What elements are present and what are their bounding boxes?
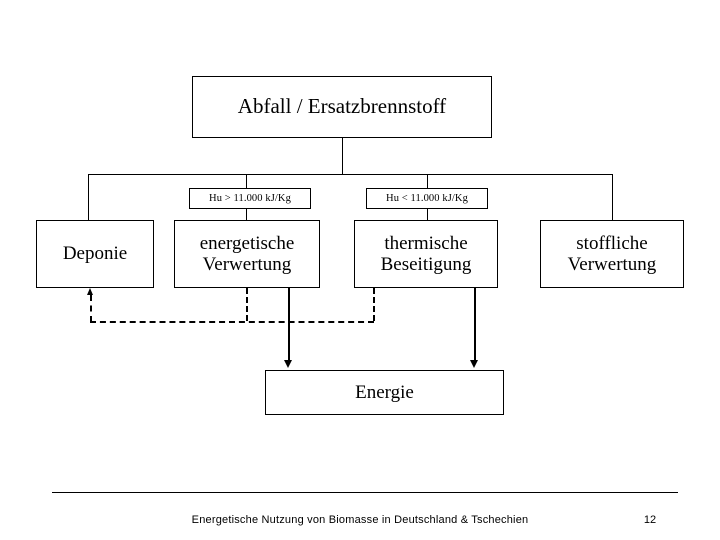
node-energetische-verwertung-label: energetische Verwertung — [199, 232, 295, 275]
node-energie: Energie — [265, 370, 504, 415]
arrowhead-thermische-to-energie — [470, 360, 478, 368]
node-abfall-ersatzbrennstoff: Abfall / Ersatzbrennstoff — [192, 76, 492, 138]
page-number: 12 — [643, 514, 657, 526]
footer-title: Energetische Nutzung von Biomasse in Deu… — [191, 514, 529, 526]
edge-thermische-to-energie — [474, 288, 476, 362]
edge-energetische-to-energie — [288, 288, 290, 362]
edge-distribution-bus — [88, 174, 613, 175]
edge-energetische-residue-drop — [246, 288, 248, 321]
node-stoffliche-verwertung-label: stoffliche Verwertung — [567, 232, 657, 275]
edge-residue-return-rise — [90, 295, 92, 322]
footer-divider — [52, 492, 678, 493]
arrowhead-residue-to-deponie — [87, 288, 93, 295]
node-deponie: Deponie — [36, 220, 154, 288]
condition-label-hu-high: Hu > 11.000 kJ/Kg — [189, 188, 311, 209]
node-thermische-beseitigung-label: thermische Beseitigung — [380, 232, 472, 275]
node-root-label: Abfall / Ersatzbrennstoff — [237, 94, 447, 119]
edge-root-stem — [342, 138, 343, 174]
edge-residue-return-run — [90, 321, 374, 323]
condition-label-hu-low: Hu < 11.000 kJ/Kg — [366, 188, 488, 209]
edge-bus-to-stoffliche-verwertung — [612, 174, 613, 220]
arrowhead-energetische-to-energie — [284, 360, 292, 368]
node-stoffliche-verwertung: stoffliche Verwertung — [540, 220, 684, 288]
node-energetische-verwertung: energetische Verwertung — [174, 220, 320, 288]
node-deponie-label: Deponie — [62, 243, 128, 265]
edge-thermische-residue-drop — [373, 288, 375, 321]
edge-bus-to-deponie — [88, 174, 89, 220]
node-thermische-beseitigung: thermische Beseitigung — [354, 220, 498, 288]
node-energie-label: Energie — [355, 381, 414, 403]
